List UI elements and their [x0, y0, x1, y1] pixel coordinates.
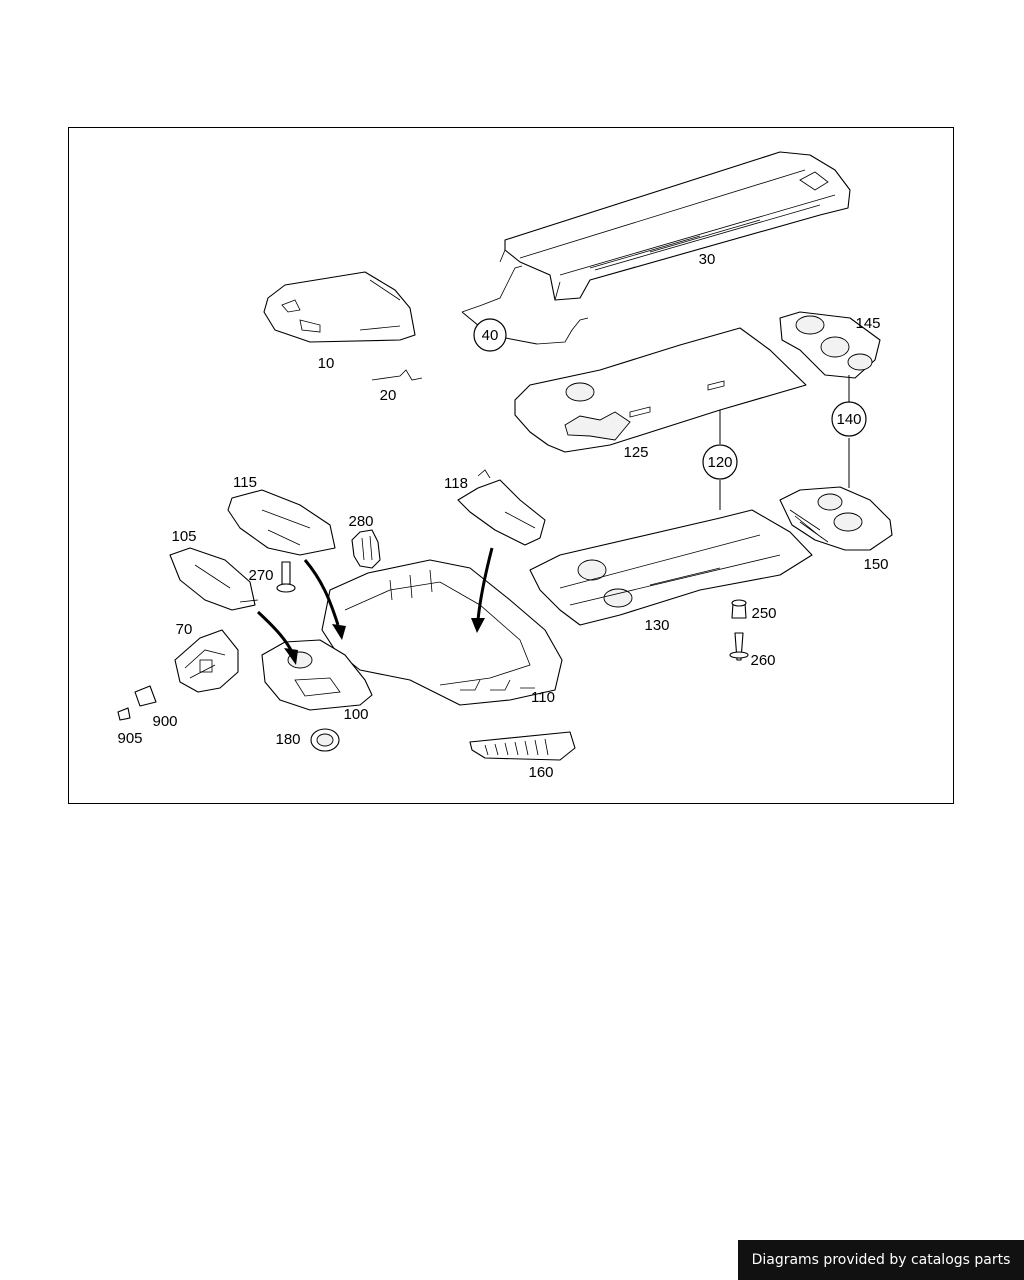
part-260-drawing — [729, 632, 749, 661]
callout-140-label: 140 — [836, 411, 861, 428]
callout-120-label: 120 — [707, 454, 732, 471]
part-70-drawing — [174, 629, 239, 693]
callout-70-label: 70 — [176, 621, 193, 638]
callout-900-label: 900 — [152, 713, 177, 730]
part-180-drawing — [310, 728, 340, 752]
part-280-drawing — [351, 529, 381, 569]
part-10-drawing — [263, 271, 416, 343]
part-100-drawing — [261, 639, 373, 711]
callout-115-label: 115 — [233, 474, 257, 491]
part-270-drawing — [276, 561, 296, 593]
callout-30-label: 30 — [699, 251, 716, 268]
callout-100-label: 100 — [343, 706, 368, 723]
callout-280-label: 280 — [348, 513, 373, 530]
callout-20-label: 20 — [380, 387, 397, 404]
callout-10-label: 10 — [318, 355, 335, 372]
part-105-drawing — [169, 547, 259, 611]
callout-260-label: 260 — [750, 652, 775, 669]
callout-140: 140 — [831, 401, 867, 437]
part-110-drawing — [321, 559, 563, 706]
callout-145-label: 145 — [855, 315, 880, 332]
part-125-drawing — [514, 327, 807, 453]
part-115-drawing — [227, 489, 336, 556]
callout-120: 120 — [702, 444, 738, 480]
callout-40-label: 40 — [482, 327, 499, 344]
part-905-drawing — [117, 707, 131, 721]
callout-105-label: 105 — [171, 528, 196, 545]
credit-badge: Diagrams provided by catalogs parts — [738, 1240, 1024, 1280]
callout-118-label: 118 — [444, 475, 468, 492]
part-900-drawing — [134, 685, 157, 707]
part-145-drawing — [779, 311, 881, 379]
callout-40: 40 — [473, 318, 507, 352]
callout-250-label: 250 — [751, 605, 776, 622]
callout-270-label: 270 — [248, 567, 273, 584]
callout-130-label: 130 — [644, 617, 669, 634]
callout-905-label: 905 — [117, 730, 142, 747]
callout-180-label: 180 — [275, 731, 300, 748]
part-250-drawing — [731, 599, 747, 619]
part-160-drawing — [469, 731, 576, 761]
assembly-arrows — [256, 547, 494, 665]
part-20-drawing — [371, 369, 423, 381]
callout-125-label: 125 — [623, 444, 648, 461]
part-118-drawing — [457, 469, 546, 546]
callout-150-label: 150 — [863, 556, 888, 573]
part-40-drawing — [461, 265, 589, 345]
part-130-drawing — [529, 509, 813, 626]
callout-160-label: 160 — [528, 764, 553, 781]
part-150-drawing — [779, 486, 893, 551]
callout-110-label: 110 — [531, 689, 555, 706]
part-30-drawing — [499, 151, 851, 301]
